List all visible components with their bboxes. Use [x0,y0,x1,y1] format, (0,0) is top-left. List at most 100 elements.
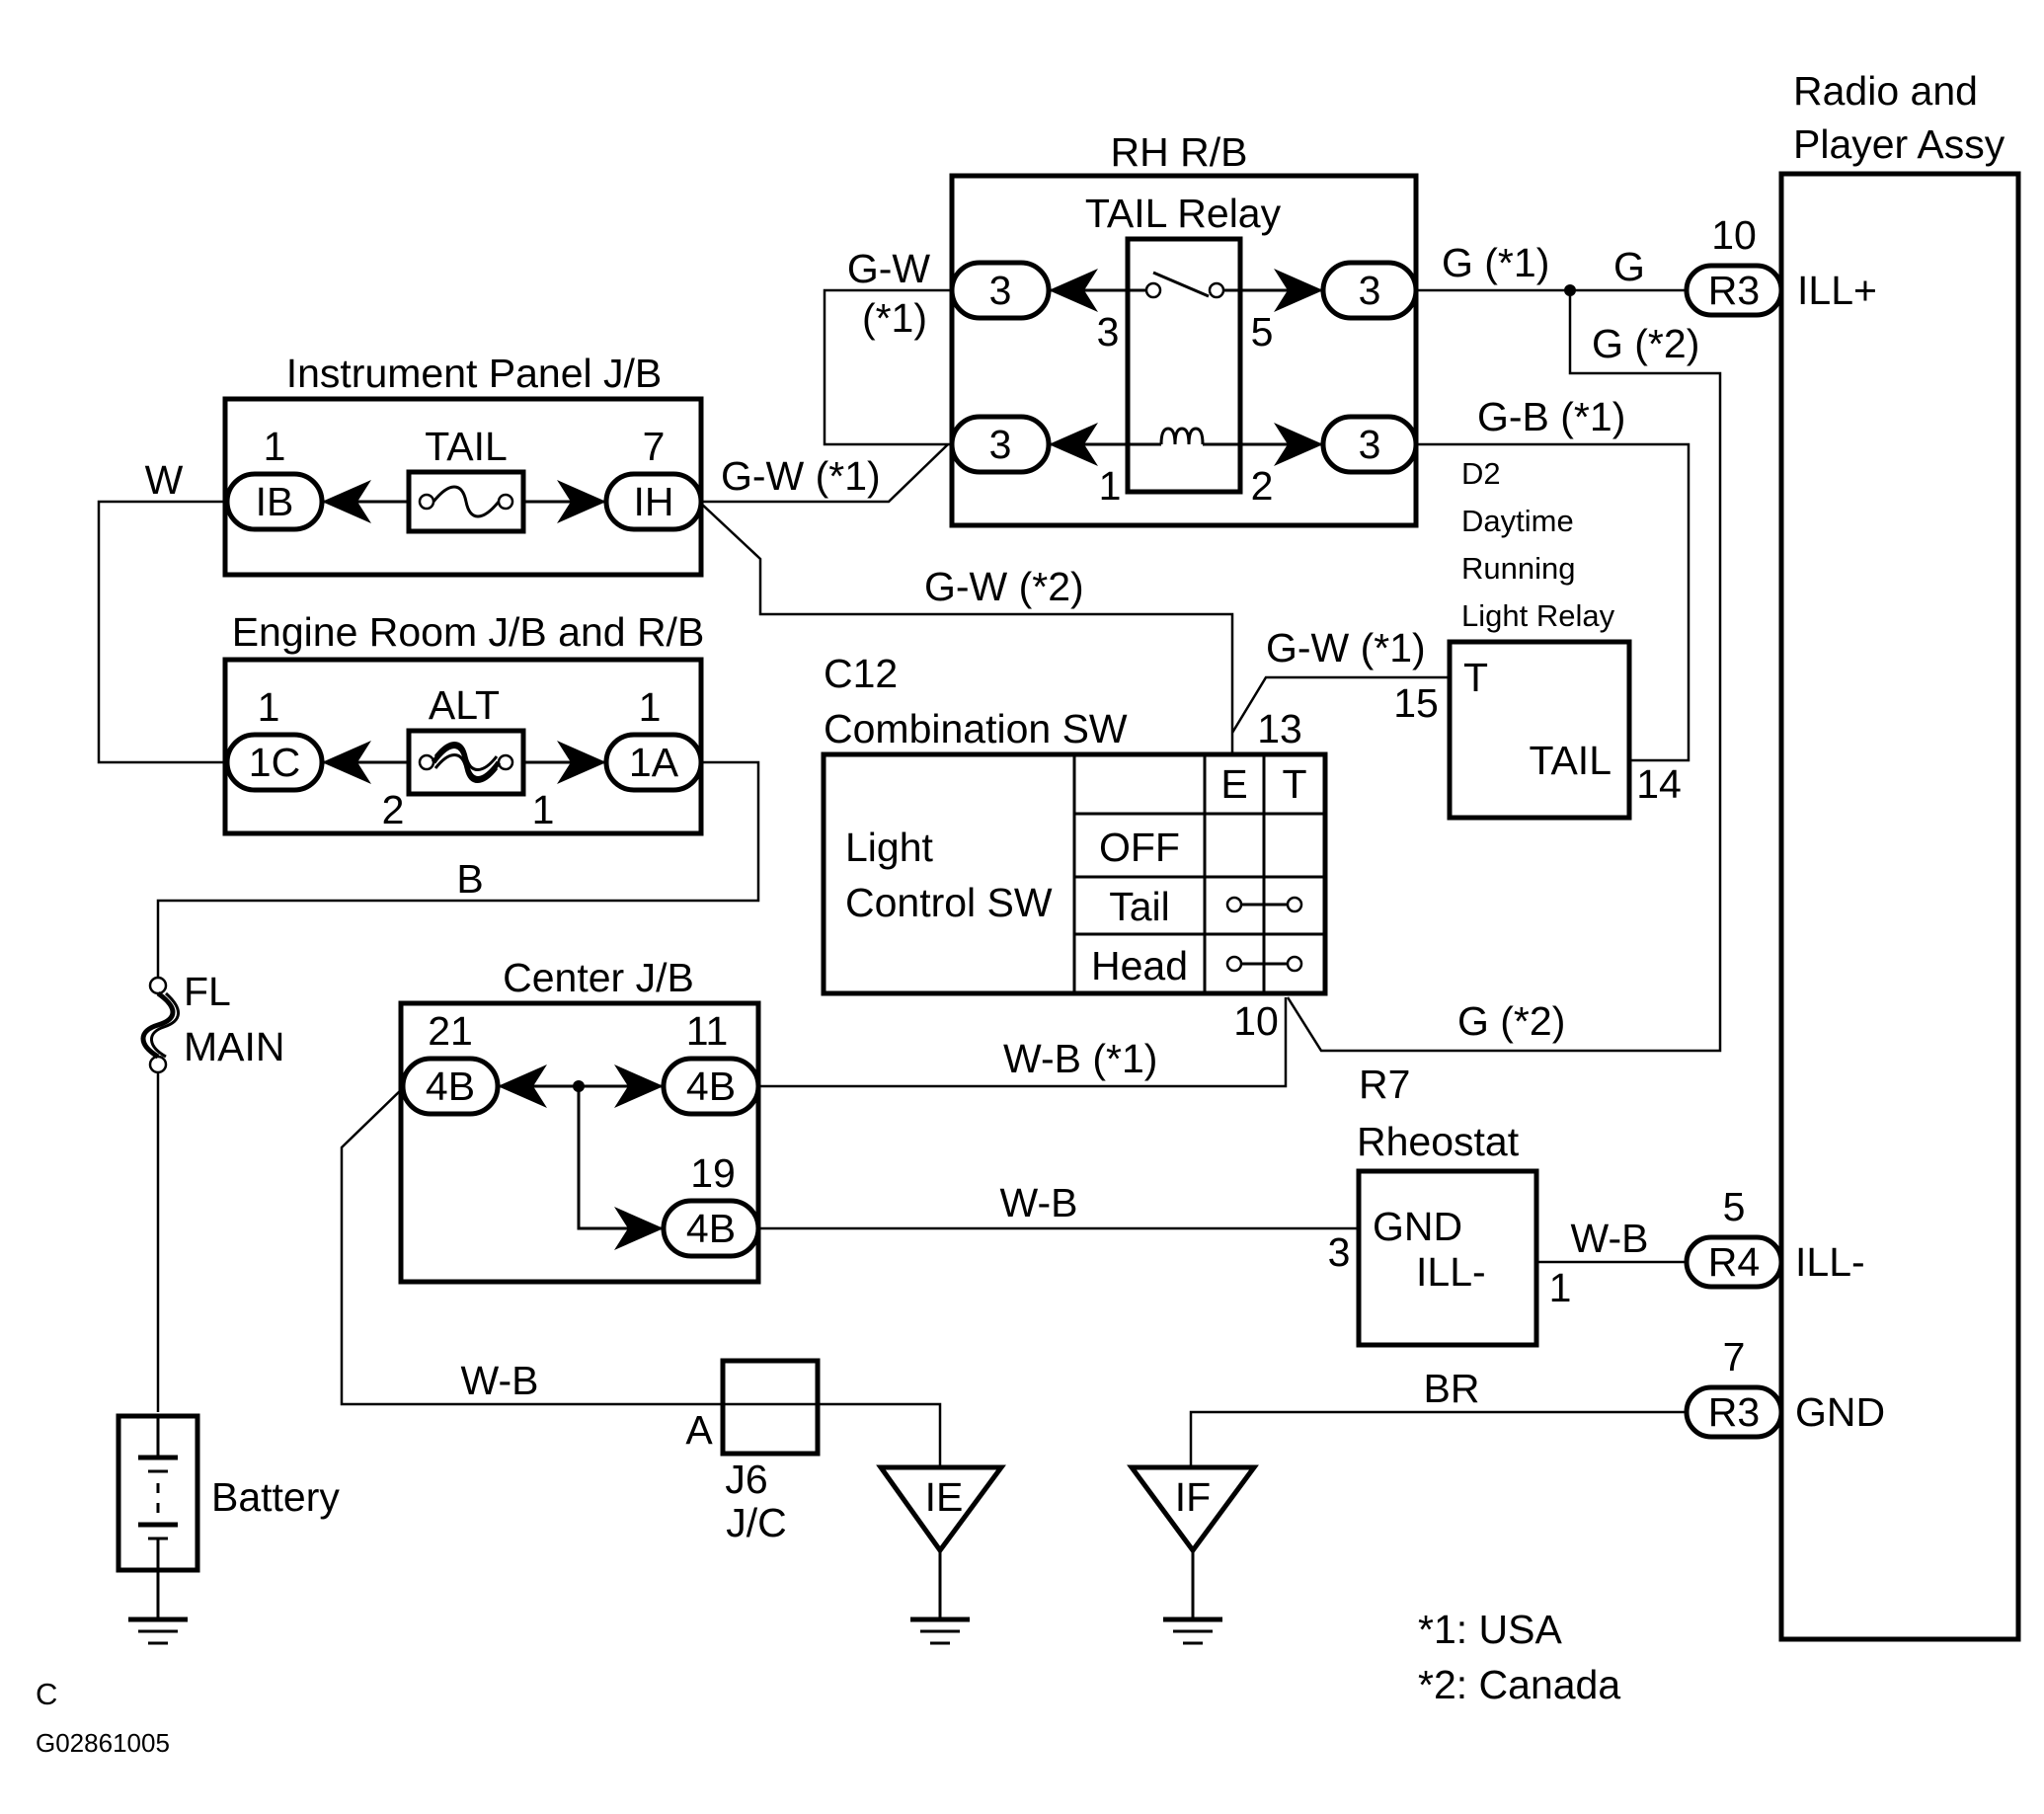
wire-wb-usa [758,997,1288,1088]
wire-label-gw-top-2: (*1) [862,295,927,341]
er-jb-box [222,657,704,836]
wire-br [1189,1410,1687,1467]
note-usa: *1: USA [1418,1607,1562,1652]
connector-4b-left: 4B [400,1056,501,1117]
connector-1c: 1C [224,732,325,793]
arrow-1a [557,741,606,784]
connector-r3-bottom: R3 [1684,1384,1784,1440]
wire-label-wb-usa: W-B (*1) [1003,1036,1157,1081]
combo-sw-row-tail: Tail [1109,884,1170,929]
pin-radio-5: 5 [1723,1184,1746,1229]
wire-label-g-can-low: G (*2) [1457,998,1565,1044]
svg-text:3: 3 [1359,422,1381,467]
svg-text:R3: R3 [1708,1389,1760,1435]
arrow-ih [557,480,606,523]
svg-text:1C: 1C [249,740,300,785]
radio-title-2: Player Assy [1793,121,2005,167]
radio-gnd-label: GND [1795,1389,1885,1435]
jc-code: J6 [725,1457,767,1502]
wire-labels: W B G-W (*1) G-W (*1) G-W (*2) G-W (*1) … [145,240,1700,1411]
svg-text:3: 3 [989,422,1012,467]
tail-relay-box [1125,236,1243,495]
arrow-1c [322,741,371,784]
pin-drl-14: 14 [1636,761,1682,807]
er-jb-title: Engine Room J/B and R/B [232,609,705,655]
wire-label-wb-ground: W-B [461,1358,539,1403]
arrow-4b-right [614,1065,664,1108]
arrow-4b-left [498,1065,547,1108]
tail-relay-title: TAIL Relay [1085,191,1282,236]
svg-text:1A: 1A [629,740,679,785]
center-jb-title: Center J/B [503,955,694,1000]
alt-fuse-label: ALT [429,682,500,728]
combo-sw-col-e: E [1220,761,1247,807]
wire-wb-ground [340,1085,942,1467]
wire-label-g-can: G (*2) [1592,321,1699,366]
jc-box [720,1358,821,1457]
svg-text:3: 3 [989,268,1012,313]
wire-gw-ih [699,443,949,504]
pin-relay-1: 1 [1099,463,1122,509]
arrow-rh-bot-left [1049,423,1098,466]
svg-text:IH: IH [634,479,674,524]
ground-ie-icon [876,1464,1006,1555]
pin-rheo-1: 1 [1549,1265,1572,1310]
rheostat-box [1356,1168,1539,1348]
rh-rb: RH R/B TAIL Relay 3 3 3 [949,129,1419,528]
combo-sw-title: Combination SW [824,706,1128,751]
ip-jb-title: Instrument Panel J/B [286,351,663,396]
battery-label: Battery [211,1474,340,1520]
wire-g-can [1286,290,1722,1053]
relay-coil-icon [1159,427,1205,445]
svg-text:IB: IB [256,479,294,524]
wire-label-gw-drl: G-W (*1) [1266,625,1426,670]
rheostat-code: R7 [1359,1062,1410,1107]
radio-ill-plus-label: ILL+ [1797,268,1877,313]
connector-rh-bot-right: 3 [1320,414,1419,475]
svg-text:R4: R4 [1708,1239,1760,1285]
battery: Battery [116,1413,340,1617]
drl-code: D2 [1461,456,1501,491]
ground-if: IF [1127,1464,1259,1645]
combo-sw-code: C12 [824,651,898,696]
combo-sw-col-t: T [1282,761,1306,807]
connector-rh-top-right: 3 [1320,260,1419,321]
pin-rheo-3: 3 [1328,1229,1351,1275]
connector-1a: 1A [603,732,704,793]
wire-label-wb-rheo: W-B [1000,1180,1078,1225]
tail-t-contact [1286,896,1303,913]
drl-term-t: T [1463,655,1488,700]
pin-radio-10: 10 [1711,212,1757,258]
wire-label-br: BR [1424,1366,1480,1411]
wires [97,288,1722,1467]
arrow-rh-top-left [1049,269,1098,312]
pin-alt-right: 1 [532,787,555,832]
alt-fuse-icon [406,728,526,797]
connector-ib: IB [224,471,325,532]
connector-r4: R4 [1684,1234,1784,1290]
pin-relay-3: 3 [1097,309,1120,355]
relay-contact-left [1144,281,1162,299]
wire-label-wb-ill: W-B [1571,1216,1649,1261]
head-e-contact [1225,955,1243,973]
arrow-ib [322,480,371,523]
wire-w [97,500,229,764]
drl-line-3: Light Relay [1461,598,1615,633]
combination-sw: C12 Combination SW Light Control SW E T … [821,651,1328,1044]
combo-sw-label-2: Control SW [845,880,1053,925]
radio-player-assy: Radio and Player Assy ILL+ ILL- GND [1778,68,2021,1642]
relay-switch-arm [1152,271,1210,298]
svg-text:4B: 4B [426,1064,475,1109]
tail-fuse-label: TAIL [425,424,508,469]
pin-radio-7: 7 [1723,1334,1746,1380]
wire-label-w: W [145,457,184,503]
jc-pin-a: A [685,1407,713,1453]
radio-title-1: Radio and [1793,68,1978,114]
wire-label-g: G [1613,244,1645,289]
pin-drl-15: 15 [1393,680,1439,726]
drl-line-2: Running [1461,551,1575,586]
pin-1c: 1 [258,684,280,730]
pin-sw-10: 10 [1233,998,1279,1044]
wire-label-gw-top-1: G-W [847,246,931,291]
